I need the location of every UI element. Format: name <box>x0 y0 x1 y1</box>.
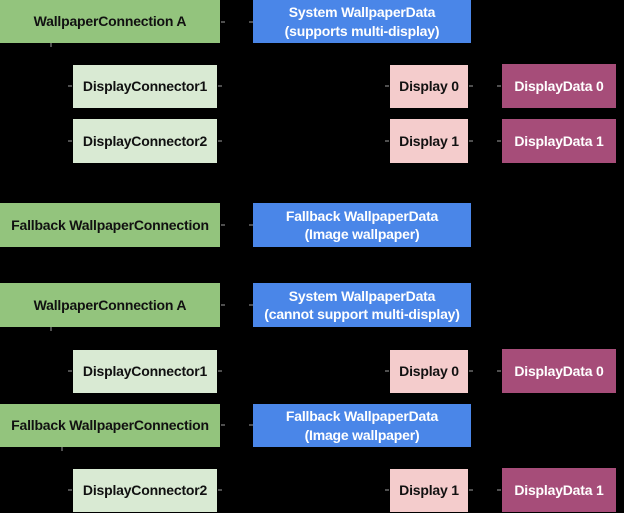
connector-tick <box>469 85 473 87</box>
box-label: DisplayConnector1 <box>82 363 208 380</box>
box-label: DisplayConnector2 <box>82 482 208 499</box>
box-label: Fallback WallpaperConnection <box>11 417 209 434</box>
box-label-line1: Fallback WallpaperData <box>285 408 439 425</box>
display-connector2-box-1: DisplayConnector2 <box>73 119 217 163</box>
box-label: Fallback WallpaperConnection <box>11 216 209 233</box>
box-label: DisplayData 0 <box>514 362 604 379</box>
box-label-line2: (Image wallpaper) <box>304 226 420 242</box>
fallback-wallpaper-connection-box-2: Fallback WallpaperConnection <box>0 404 220 447</box>
connector-tick <box>218 140 222 142</box>
box-label: DisplayConnector1 <box>82 78 208 95</box>
connector-tick <box>497 85 501 87</box>
box-label: DisplayData 1 <box>514 481 604 498</box>
connector-tick <box>50 43 52 47</box>
wallpaper-connection-a-box-1: WallpaperConnection A <box>0 0 220 43</box>
connector-tick <box>385 85 389 87</box>
box-label: Display 0 <box>399 363 459 380</box>
connector-tick <box>50 327 52 331</box>
box-label-line2: (cannot support multi-display) <box>264 306 460 322</box>
box-label: Display 0 <box>399 78 459 95</box>
connector-tick <box>469 370 473 372</box>
connector-tick <box>218 489 222 491</box>
fallback-wallpaperdata-box-1: Fallback WallpaperData (Image wallpaper) <box>253 203 471 247</box>
connector-tick <box>61 447 63 451</box>
box-label: WallpaperConnection A <box>33 296 187 313</box>
box-label-line1: System WallpaperData <box>288 4 436 21</box>
connector-tick <box>385 489 389 491</box>
box-label: Display 1 <box>399 482 459 499</box>
connector-tick <box>249 304 253 306</box>
box-label-line1: Fallback WallpaperData <box>285 207 439 224</box>
display1-box-1: Display 1 <box>390 119 468 163</box>
connector-tick <box>497 140 501 142</box>
wallpaper-connection-a-box-2: WallpaperConnection A <box>0 283 220 327</box>
connector-tick <box>469 140 473 142</box>
display-connector1-box-2: DisplayConnector1 <box>73 350 217 393</box>
box-label: Display 1 <box>399 132 459 149</box>
connector-tick <box>221 424 225 426</box>
displaydata0-box-2: DisplayData 0 <box>502 349 616 393</box>
connector-tick <box>497 489 501 491</box>
connector-tick <box>249 224 253 226</box>
displaydata1-box-1: DisplayData 1 <box>502 119 616 163</box>
connector-tick <box>68 489 72 491</box>
display0-box-1: Display 0 <box>390 65 468 108</box>
display-connector2-box-2: DisplayConnector2 <box>73 469 217 512</box>
connector-tick <box>68 140 72 142</box>
connector-tick <box>385 370 389 372</box>
display1-box-2: Display 1 <box>390 469 468 512</box>
box-label-line2: (supports multi-display) <box>284 22 440 39</box>
fallback-wallpaperdata-box-2: Fallback WallpaperData (Image wallpaper) <box>253 404 471 447</box>
connector-tick <box>221 304 225 306</box>
connector-tick <box>249 424 253 426</box>
connector-tick <box>497 370 501 372</box>
box-label-line1: System WallpaperData <box>288 287 436 304</box>
display-connector1-box-1: DisplayConnector1 <box>73 65 217 108</box>
connector-tick <box>221 21 225 23</box>
connector-tick <box>68 370 72 372</box>
box-label: DisplayConnector2 <box>82 132 208 149</box>
box-label: DisplayData 0 <box>514 77 604 94</box>
connector-tick <box>218 85 222 87</box>
fallback-wallpaper-connection-box-1: Fallback WallpaperConnection <box>0 203 220 247</box>
connector-tick <box>221 224 225 226</box>
connector-tick <box>249 21 253 23</box>
system-wallpaperdata-box-2: System WallpaperData (cannot support mul… <box>253 283 471 327</box>
box-label: DisplayData 1 <box>514 132 604 149</box>
connector-tick <box>469 489 473 491</box>
displaydata1-box-2: DisplayData 1 <box>502 468 616 512</box>
system-wallpaperdata-box-1: System WallpaperData (supports multi-dis… <box>253 0 471 43</box>
connector-tick <box>218 370 222 372</box>
box-label: WallpaperConnection A <box>33 13 187 30</box>
connector-tick <box>385 140 389 142</box>
display0-box-2: Display 0 <box>390 350 468 393</box>
connector-tick <box>68 85 72 87</box>
displaydata0-box-1: DisplayData 0 <box>502 64 616 108</box>
box-label-line2: (Image wallpaper) <box>304 426 420 443</box>
